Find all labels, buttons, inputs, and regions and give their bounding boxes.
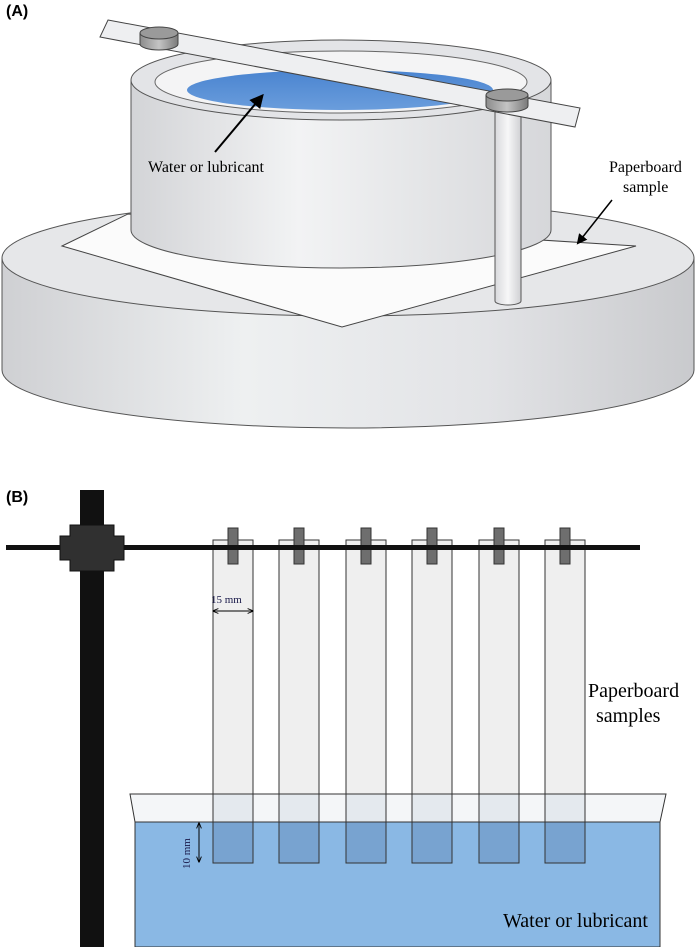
container-rim (129, 793, 667, 823)
paperboard-strip (478, 539, 520, 795)
strip-submerged-section (212, 821, 254, 864)
panel-b: (B) 15 mm 10 mm Paperboard samples Water… (6, 489, 679, 947)
strip-rim-section (544, 793, 586, 823)
depth-dimension-label: 10 mm (181, 838, 193, 869)
water-label-a: Water or lubricant (148, 159, 265, 176)
panel-a: (A) Water or (1, 3, 695, 429)
paperboard-strip (411, 539, 453, 795)
stand-connector (59, 524, 125, 572)
strip-rim-section (278, 793, 320, 823)
sample-label-line2: sample (623, 179, 668, 196)
support-post (494, 105, 522, 306)
panel-a-label: (A) (6, 3, 28, 20)
strip-rim-section (212, 793, 254, 823)
knob-left (139, 26, 179, 51)
clamp-bar (99, 19, 581, 128)
strip-submerged-section (345, 821, 387, 864)
paperboard-strip (544, 539, 586, 795)
paperboard-strips (212, 527, 586, 864)
water-arrow (214, 93, 264, 153)
sample-label-line1: Paperboard (609, 159, 682, 176)
samples-label-line1: Paperboard (588, 680, 679, 702)
strip-submerged-section (544, 821, 586, 864)
knob-right (485, 88, 529, 113)
paperboard-strip (345, 539, 387, 795)
strip-submerged-section (478, 821, 520, 864)
water-label-b: Water or lubricant (503, 910, 648, 932)
paperboard-strip (278, 539, 320, 795)
samples-label-line2: samples (596, 705, 661, 727)
paperboard-strip (212, 539, 254, 795)
strip-submerged-section (278, 821, 320, 864)
strip-rim-section (345, 793, 387, 823)
panel-b-label: (B) (6, 489, 28, 506)
width-dimension-label: 15 mm (211, 594, 242, 606)
sample-arrow (576, 199, 613, 245)
strip-rim-section (478, 793, 520, 823)
strip-submerged-section (411, 821, 453, 864)
crossbar (6, 545, 640, 550)
strip-rim-section (411, 793, 453, 823)
